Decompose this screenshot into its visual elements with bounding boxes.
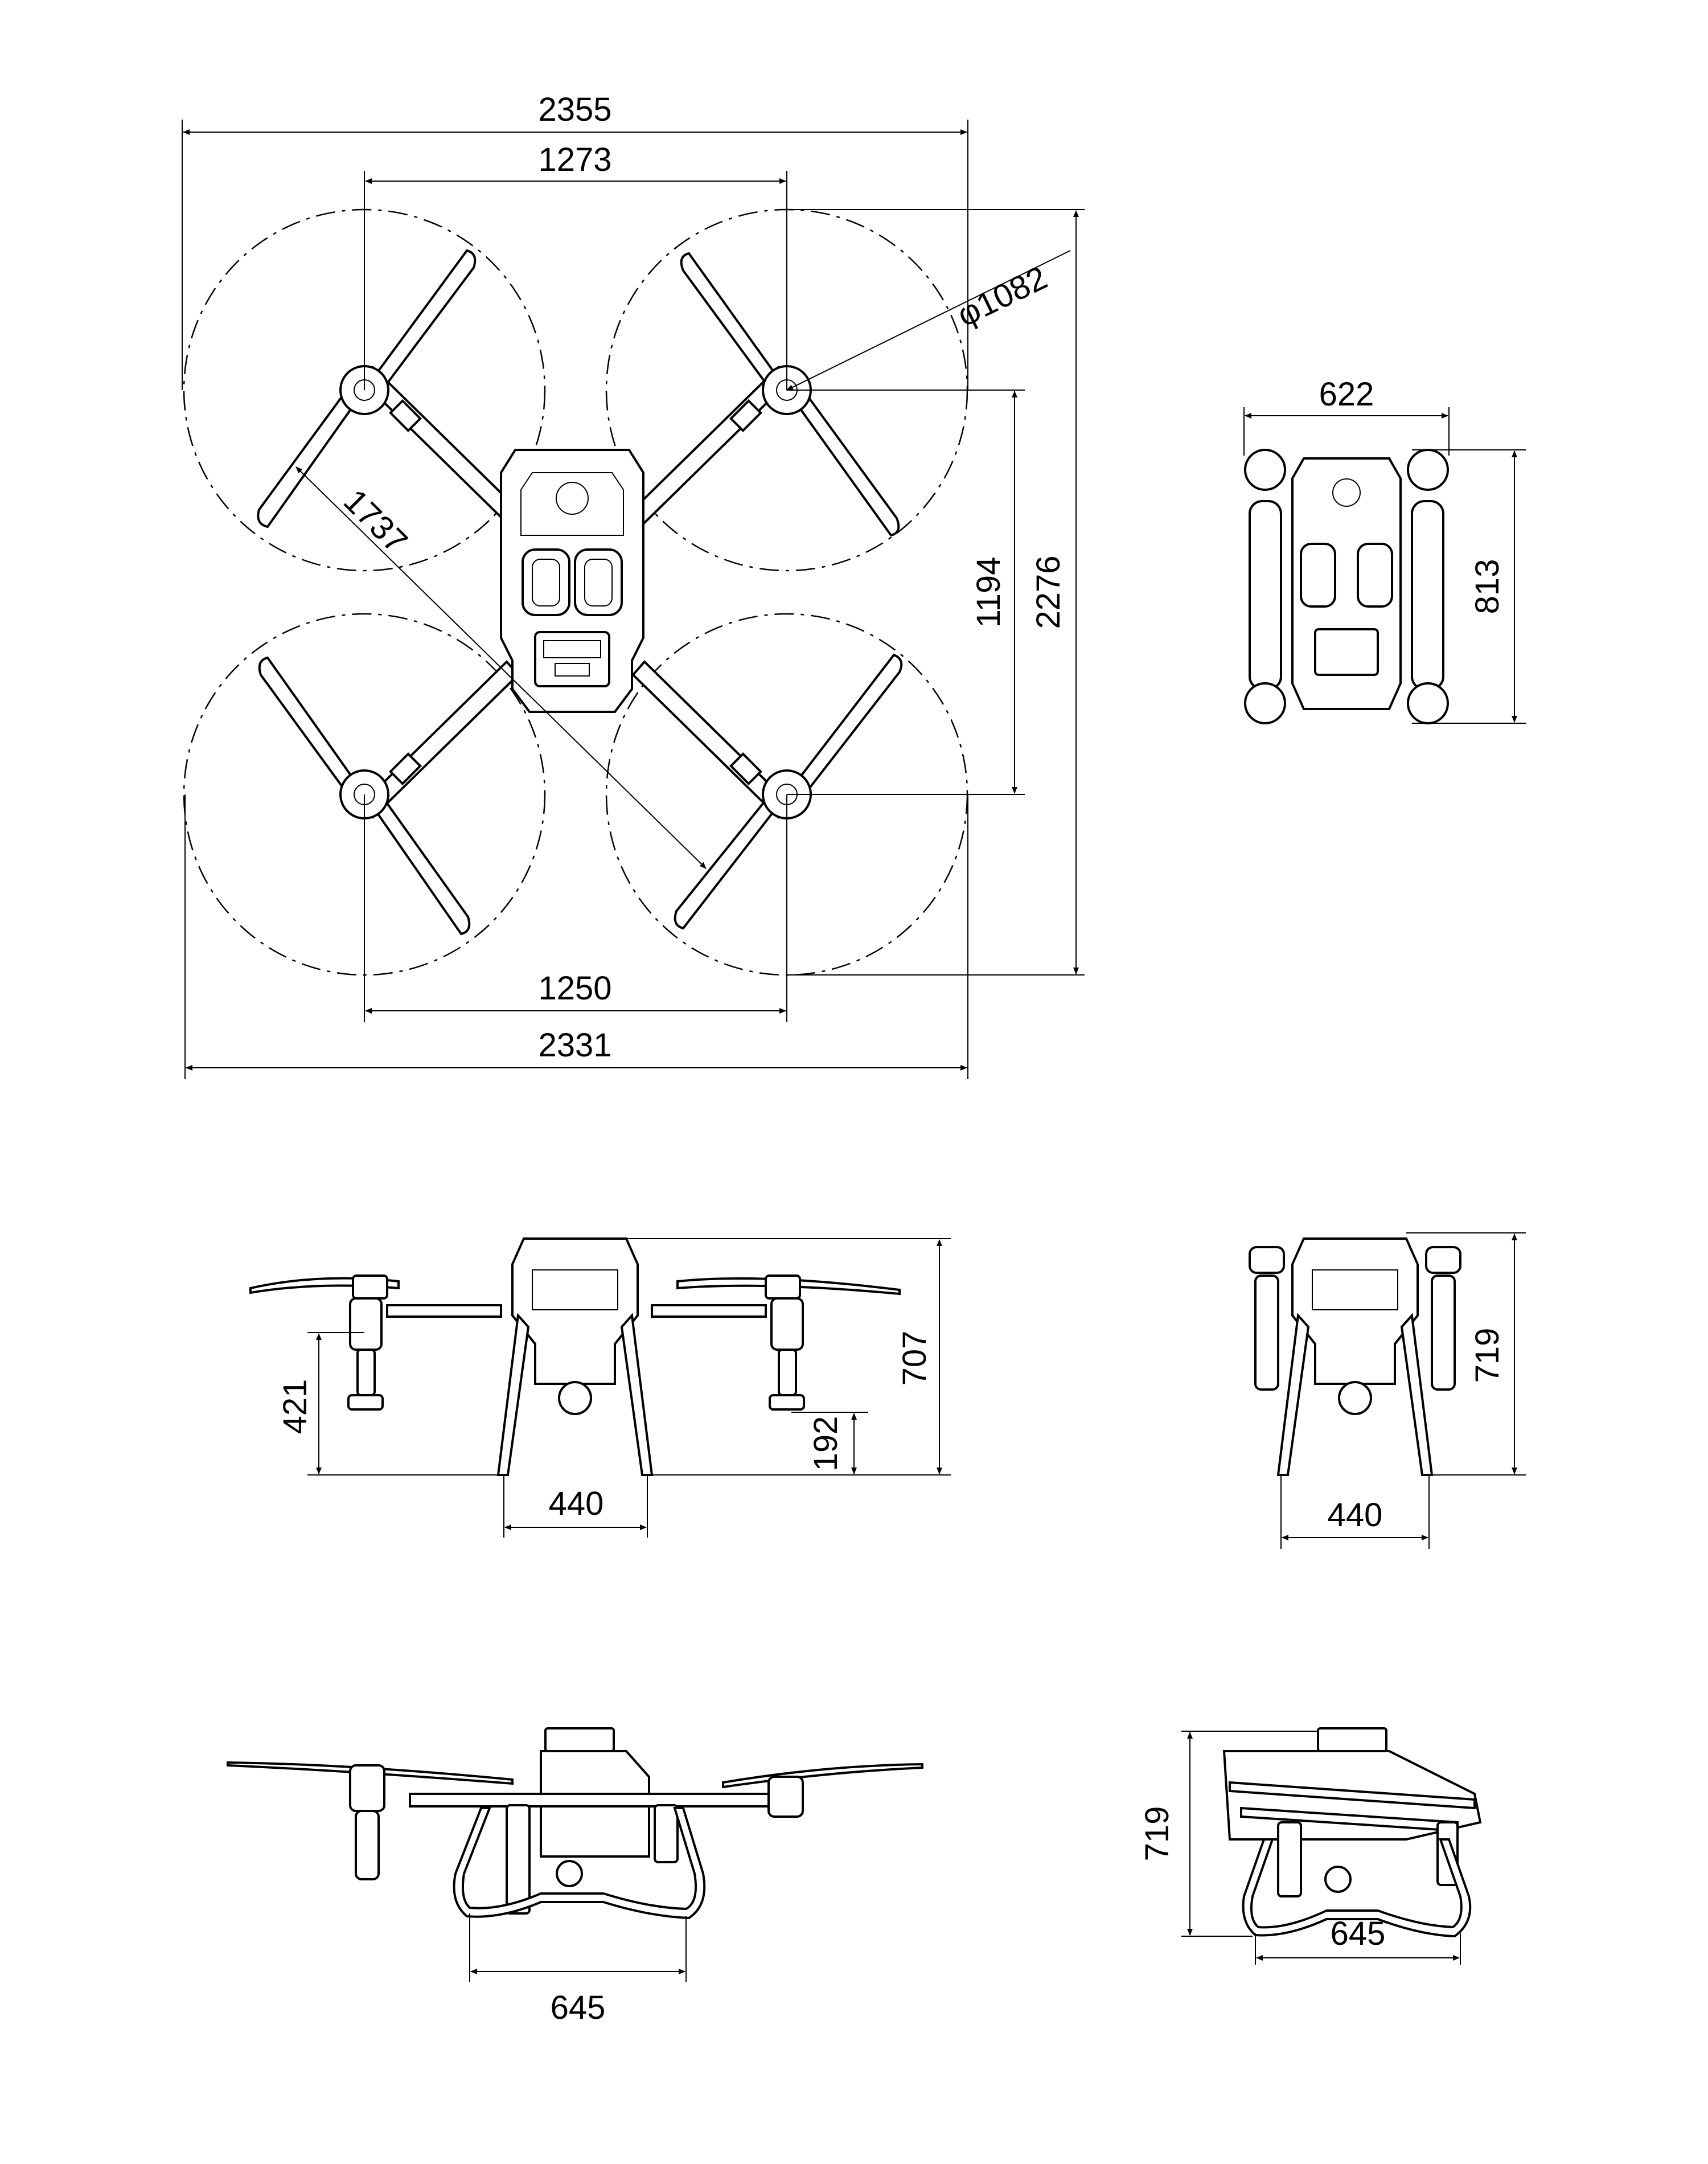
front-track-width-label: 440 <box>549 1485 604 1522</box>
folded-top-view: 622 813 <box>1243 376 1526 724</box>
folded-side-wheelbase-label: 645 <box>1331 1915 1386 1952</box>
front-height-label: 707 <box>896 1331 933 1386</box>
rotor-spacing-top-label: 1273 <box>538 141 611 178</box>
fuselage <box>500 449 644 713</box>
folded-height-label: 813 <box>1469 559 1506 614</box>
leg-height-label: 421 <box>277 1379 314 1435</box>
folded-front-track-width-label: 440 <box>1328 1497 1383 1534</box>
rotor-spacing-vertical-label: 1194 <box>970 557 1007 628</box>
rotor-diameter-label: φ1082 <box>951 259 1053 334</box>
overall-width-top-label: 2355 <box>538 91 611 128</box>
side-view: 645 <box>227 1727 923 2026</box>
folded-side-height-label: 719 <box>1139 1806 1176 1862</box>
folded-width-label: 622 <box>1319 376 1374 413</box>
folded-front-view: 719 440 <box>1249 1232 1526 1549</box>
ground-clearance-label: 192 <box>807 1416 844 1472</box>
front-view: 421 192 707 440 <box>249 1237 951 1538</box>
diagonal-label: 1737 <box>336 482 414 560</box>
folded-side-view: 719 645 <box>1139 1727 1482 1965</box>
side-wheelbase-label: 645 <box>551 1989 606 2026</box>
rotor-spacing-bottom-label: 1250 <box>538 970 611 1007</box>
overall-width-bottom-label: 2331 <box>538 1027 611 1064</box>
folded-front-height-label: 719 <box>1469 1328 1506 1383</box>
overall-height-label: 2276 <box>1030 555 1067 629</box>
top-view: 2355 1273 φ1082 1737 1194 2276 1250 2331 <box>182 91 1085 1079</box>
